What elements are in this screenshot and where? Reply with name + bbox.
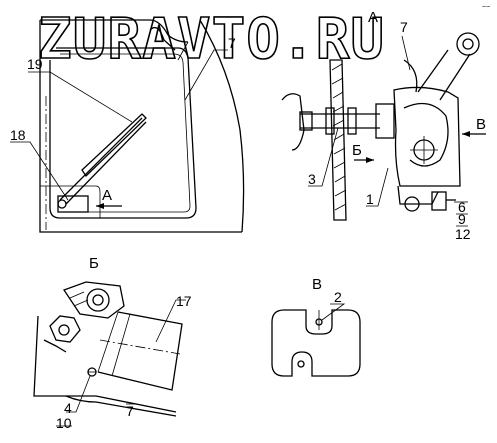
b-linkage — [63, 281, 125, 319]
bottom-bolt — [404, 196, 420, 212]
b-body-outline — [33, 315, 177, 413]
bolt-head — [299, 111, 313, 131]
corner-mark: ~~ — [482, 4, 490, 11]
leader-17 — [155, 299, 186, 343]
view-a-right-label: А — [368, 9, 378, 26]
glass-inner-outline — [60, 53, 191, 213]
callout-10: 10 — [56, 415, 72, 431]
arm-link — [403, 59, 418, 93]
watermark-text: ZURAVTO.RU — [38, 7, 385, 72]
wiper-arm — [59, 117, 143, 201]
leader-7-top — [184, 49, 228, 101]
bottom-nut — [431, 191, 447, 211]
body-panel-section — [329, 59, 347, 221]
leader-19 — [28, 71, 133, 123]
glass-outline — [49, 47, 197, 219]
leader-2 — [321, 303, 346, 321]
view-b-cyr-arrowhead — [366, 157, 374, 163]
b-pivot-outer — [86, 288, 110, 312]
section-hatch — [331, 63, 347, 211]
callout-18: 18 — [10, 127, 26, 143]
wiper-pivot — [57, 199, 67, 209]
leader-1 — [366, 167, 389, 207]
bottom-bracket — [397, 185, 439, 205]
view-a-label: А — [102, 187, 112, 204]
leader-4 — [66, 375, 91, 413]
wiper-blade — [81, 113, 147, 178]
callout-4: 4 — [64, 400, 72, 416]
b-nut-bore — [58, 324, 70, 336]
lower-panel — [40, 185, 101, 218]
washer-right — [347, 107, 357, 135]
motor-body — [393, 86, 461, 187]
callout-17: 17 — [176, 293, 192, 309]
arm-pivot-inner — [462, 38, 474, 50]
b-housing-edge — [97, 311, 131, 377]
view-v-arrow-label: В — [476, 116, 486, 133]
leader-18 — [10, 141, 69, 201]
callout-6: 6 — [458, 199, 466, 215]
motor-cover-curve — [403, 102, 449, 167]
b-lower-strip — [65, 395, 177, 417]
callout-2: 2 — [334, 289, 342, 305]
view-b-arrowhead — [462, 131, 470, 137]
view-b-label: Б — [89, 255, 99, 272]
leader-3 — [308, 127, 339, 187]
frame-outer-left — [39, 20, 242, 233]
callout-1: 1 — [366, 191, 374, 207]
drive-arm — [417, 49, 471, 101]
frame-top-curl — [149, 26, 176, 51]
view-a-motor: А 7 В Б — [281, 9, 486, 242]
cab-pillar — [199, 19, 245, 233]
callout-underlines — [456, 213, 468, 227]
arm-pivot — [456, 32, 480, 56]
frame-top-edge — [40, 19, 189, 43]
callout-9: 9 — [458, 211, 466, 227]
view-b-detail: Б 17 4 10 7 — [33, 255, 192, 431]
b-nut-stud — [43, 339, 67, 353]
callout-7-right: 7 — [400, 19, 408, 35]
view-v-plate: В 2 — [271, 276, 361, 377]
leader-7-aux — [177, 41, 189, 61]
leader-7-right — [401, 35, 411, 71]
plate-hole-lower — [297, 360, 305, 368]
view-v-label: В — [312, 276, 322, 293]
mounting-plate — [271, 309, 361, 377]
mount-bolt — [300, 113, 380, 129]
callout-12: 12 — [455, 226, 471, 242]
b-housing — [97, 311, 183, 391]
windshield-view: А 19 18 7 — [10, 19, 245, 233]
left-bracket — [281, 93, 305, 151]
b-linkage-detail — [69, 291, 89, 307]
callout-7-top: 7 — [228, 35, 236, 51]
view-b-arrow-label: Б — [352, 142, 362, 159]
b-pivot-inner — [92, 294, 104, 306]
view-a-arrowhead — [96, 203, 104, 209]
callout-7-bottom: 7 — [126, 403, 134, 419]
motor-shaft-cross — [410, 136, 438, 164]
callout-3: 3 — [308, 171, 316, 187]
callout-19: 19 — [27, 56, 43, 72]
motor-flange — [375, 103, 395, 139]
wiper-arm-edge — [65, 121, 147, 205]
washer-left — [325, 107, 335, 135]
b-centerline — [99, 339, 181, 355]
b-nut — [49, 315, 81, 343]
